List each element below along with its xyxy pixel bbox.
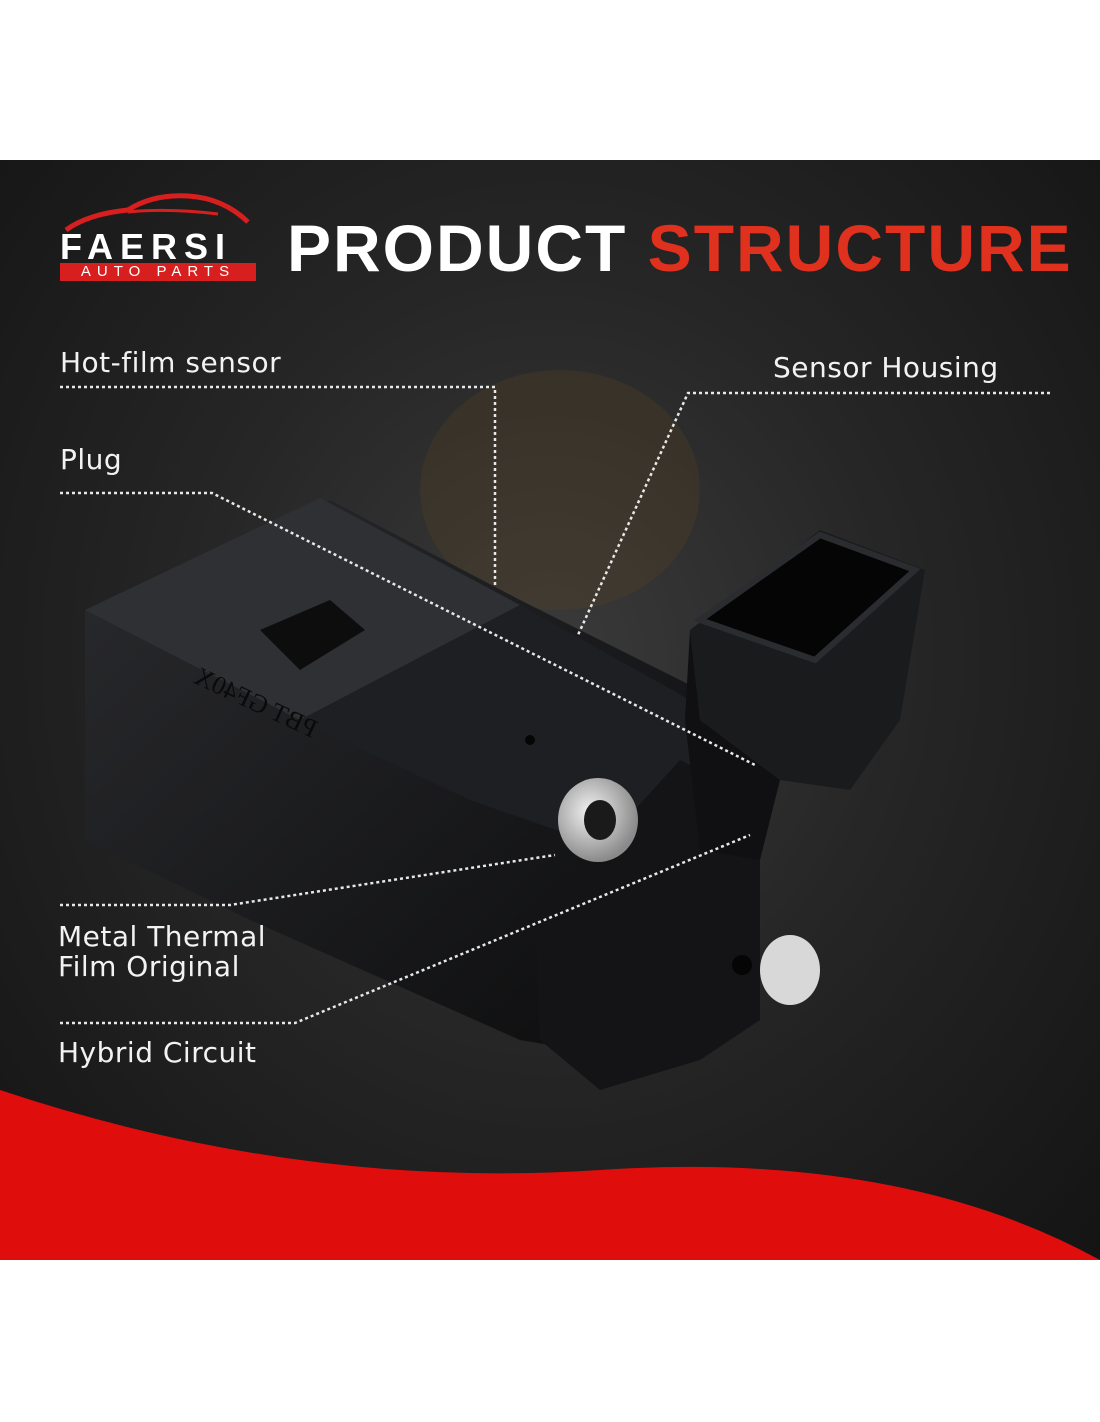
callout-line-hybrid-circuit — [60, 833, 751, 1025]
product-structure-panel: PBT GF40X FAERSI AUTO — [0, 160, 1100, 1260]
red-swoosh — [0, 1090, 1100, 1260]
label-metal-thermal-line1: Metal Thermal — [58, 920, 267, 953]
callout-lines — [60, 385, 1050, 1025]
callout-line-plug — [60, 491, 756, 767]
callout-line-sensor-housing — [576, 391, 1050, 636]
label-sensor-housing: Sensor Housing — [773, 351, 999, 384]
label-hot-film-sensor: Hot-film sensor — [60, 346, 282, 379]
car-silhouette-icon — [64, 193, 250, 232]
title-product: PRODUCT — [287, 211, 628, 285]
page-title: PRODUCT STRUCTURE — [287, 210, 1073, 286]
faersi-logo: FAERSI AUTO PARTS — [58, 192, 258, 282]
callout-line-hot-film — [60, 385, 497, 585]
label-hybrid-circuit: Hybrid Circuit — [58, 1036, 257, 1069]
label-metal-thermal-line2: Film Original — [58, 950, 240, 983]
callout-line-metal-thermal — [60, 853, 556, 907]
brand-tagline: AUTO PARTS — [60, 263, 256, 281]
background-spring — [420, 370, 700, 610]
label-plug: Plug — [60, 443, 123, 476]
product-illustration: PBT GF40X — [0, 370, 1100, 1260]
title-structure: STRUCTURE — [647, 211, 1073, 285]
mass-air-flow-sensor: PBT GF40X — [85, 498, 925, 1090]
brand-name: FAERSI — [60, 226, 233, 267]
